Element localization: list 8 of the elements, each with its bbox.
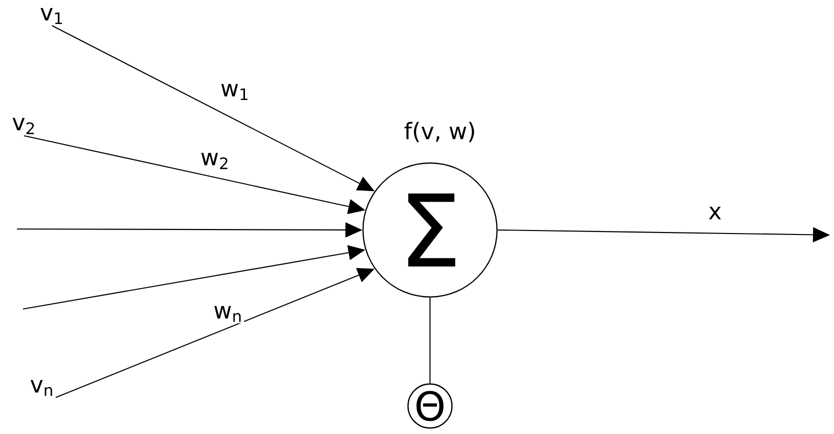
input-label: v$_{n}$: [30, 380, 52, 396]
function-label: f(v, w): [404, 122, 474, 142]
input-label: v$_{1}$: [40, 8, 62, 24]
weight-label: w$_{n}$: [212, 304, 244, 324]
input-label: v$_{2}$: [12, 118, 34, 134]
weight-label: x: [706, 205, 724, 221]
weight-label: w$_{1}$: [219, 82, 251, 102]
weight-label: w$_{2}$: [199, 152, 231, 170]
